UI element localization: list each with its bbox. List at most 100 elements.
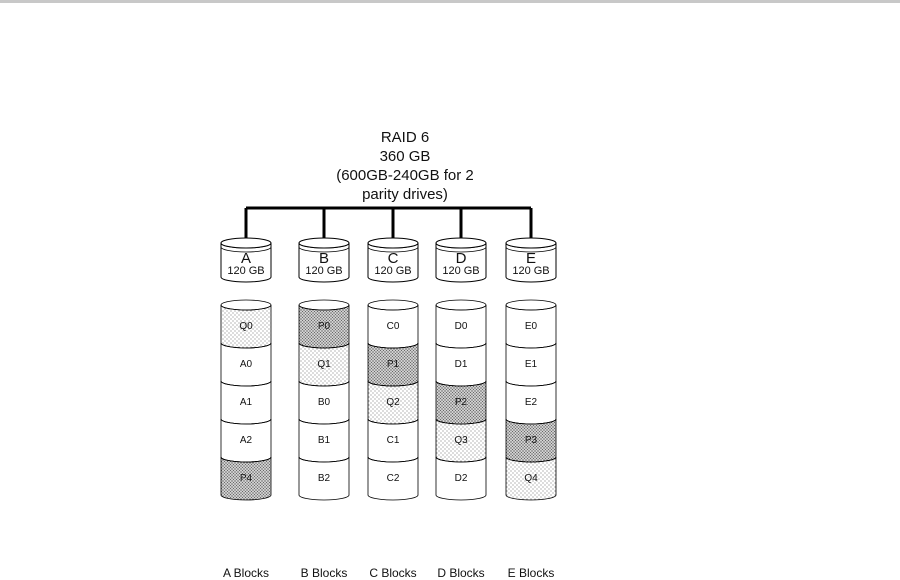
block-label: D0 [455, 321, 468, 332]
raid-capacity-formula: (600GB-240GB for 2 [336, 167, 474, 184]
column-label-e: E Blocks [507, 566, 555, 580]
block-d0: D0 [435, 299, 487, 349]
block-rim [367, 418, 419, 425]
block-rim [367, 304, 419, 311]
block-rim [505, 304, 557, 311]
drive-cap [435, 237, 487, 249]
block-d1: D1 [435, 342, 487, 387]
block-rim [435, 456, 487, 463]
block-a1: A1 [220, 380, 272, 425]
block-rim [505, 380, 557, 387]
block-b2: B2 [298, 456, 350, 501]
block-label: C2 [387, 473, 400, 484]
block-rim [367, 342, 419, 349]
raid-capacity-note: parity drives) [362, 186, 448, 203]
block-top-rim [220, 299, 272, 306]
block-top-rim [367, 299, 419, 306]
block-label: P2 [455, 397, 468, 408]
drive-letter: C [388, 250, 399, 267]
drive-letter: D [456, 250, 467, 267]
block-top-rim [435, 299, 487, 306]
block-label: P1 [387, 359, 400, 370]
block-rim [220, 342, 272, 349]
block-top-rim [505, 299, 557, 306]
column-label-d: D Blocks [437, 566, 485, 580]
block-label: Q0 [239, 321, 253, 332]
drive-rim [367, 246, 419, 253]
block-rim [298, 342, 350, 349]
block-q1: Q1 [298, 342, 350, 387]
block-label: A0 [240, 359, 253, 370]
block-c0: C0 [367, 299, 419, 349]
block-rim [435, 342, 487, 349]
block-p2: P2 [435, 380, 487, 425]
block-q0: Q0 [220, 299, 272, 349]
block-top-rim [298, 299, 350, 306]
drive-letter: B [319, 250, 329, 267]
block-rim [435, 380, 487, 387]
block-rim [298, 380, 350, 387]
block-rim [298, 456, 350, 463]
block-rim [505, 456, 557, 463]
block-label: C1 [387, 435, 400, 446]
raid-level: RAID 6 [380, 129, 430, 146]
block-label: B1 [318, 435, 331, 446]
raid-capacity: 360 GB [379, 148, 431, 165]
drive-letter: A [241, 250, 251, 267]
drive-rim [220, 246, 272, 253]
block-b0: B0 [298, 380, 350, 425]
block-label: Q3 [454, 435, 468, 446]
block-b1: B1 [298, 418, 350, 463]
block-label: E2 [525, 397, 538, 408]
block-label: C0 [387, 321, 400, 332]
block-e0: E0 [505, 299, 557, 349]
block-e2: E2 [505, 380, 557, 425]
block-a0: A0 [220, 342, 272, 387]
block-label: P4 [240, 473, 253, 484]
block-stacks: Q0A0A1A2P4P0Q1B0B1B2C0P1Q2C1C2D0D1P2Q3D2… [220, 299, 557, 501]
block-p0: P0 [298, 299, 350, 349]
drive-letter: E [526, 250, 536, 267]
block-rim [435, 418, 487, 425]
block-p1: P1 [367, 342, 419, 387]
block-label: Q2 [386, 397, 400, 408]
block-e1: E1 [505, 342, 557, 387]
drive-size: 120 GB [442, 265, 479, 277]
block-label: E1 [525, 359, 538, 370]
block-p4: P4 [220, 456, 272, 501]
block-rim [435, 304, 487, 311]
drive-size: 120 GB [374, 265, 411, 277]
block-c2: C2 [367, 456, 419, 501]
drive-rim [505, 246, 557, 253]
block-label: A2 [240, 435, 253, 446]
drive-cap [367, 237, 419, 249]
column-label-a: A Blocks [222, 566, 270, 580]
block-label: B2 [318, 473, 331, 484]
block-label: D1 [455, 359, 468, 370]
raid-title: RAID 6 360 GB (600GB-240GB for 2 parity … [290, 128, 520, 204]
block-label: P3 [525, 435, 538, 446]
block-rim [367, 380, 419, 387]
block-label: B0 [318, 397, 331, 408]
drive-cap [220, 237, 272, 249]
block-rim [505, 342, 557, 349]
column-label-b: B Blocks [300, 566, 348, 580]
block-label: Q1 [317, 359, 331, 370]
block-label: Q4 [524, 473, 538, 484]
drive-cap [505, 237, 557, 249]
block-p3: P3 [505, 418, 557, 463]
drive-cap [298, 237, 350, 249]
drive-rim [298, 246, 350, 253]
block-c1: C1 [367, 418, 419, 463]
block-rim [505, 418, 557, 425]
